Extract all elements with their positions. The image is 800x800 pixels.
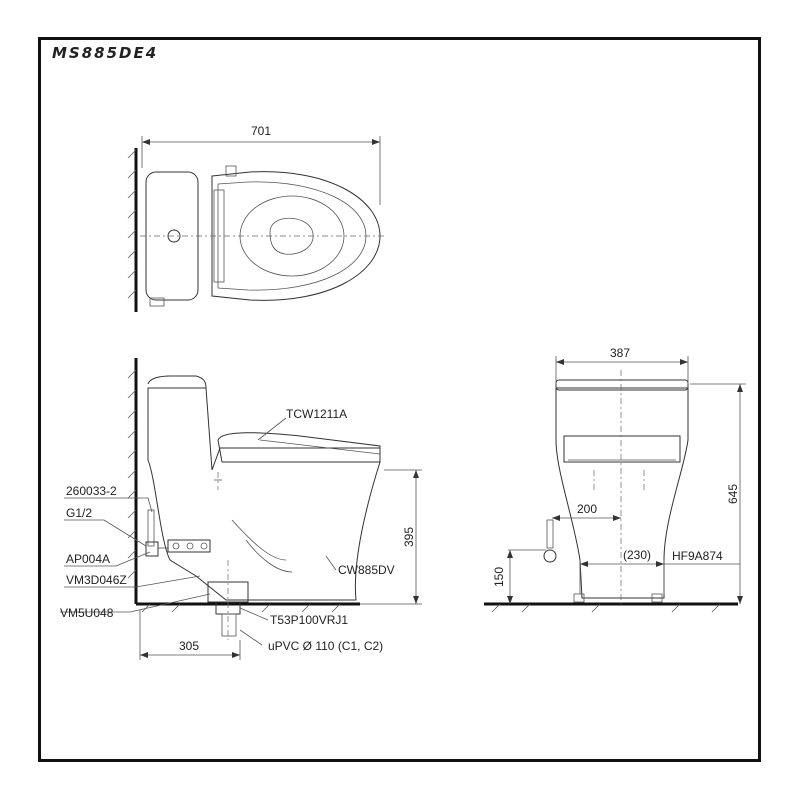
seat-side: [217, 432, 381, 463]
dim-230: (230): [623, 548, 651, 562]
seat-front: [563, 435, 681, 463]
label-ap004a: AP004A: [66, 552, 110, 566]
front-view: 387 645 200 (230) 150 HF9A874: [484, 346, 746, 613]
dim-150: 150: [492, 567, 506, 587]
label-upvc-pipe: uPVC Ø 110 (C1, C2): [268, 639, 383, 653]
model-title: MS885DE4: [52, 44, 159, 62]
label-vm5u048: VM5U048: [60, 606, 114, 620]
dim-305: 305: [179, 639, 199, 653]
drawing-frame: [38, 37, 761, 762]
dim-200: 200: [577, 502, 597, 516]
label-g1-2: G1/2: [66, 506, 92, 520]
dim-387: 387: [610, 346, 630, 360]
side-view: 395 305 TCW1211A 260033-2 G1/2 AP004A VM…: [60, 358, 422, 660]
dim-395: 395: [402, 527, 416, 547]
label-cw885dv: CW885DV: [338, 563, 395, 577]
toilet-front-body: [555, 387, 689, 599]
label-vm3d046z: VM3D046Z: [66, 573, 127, 587]
top-view: 701: [127, 124, 385, 312]
label-hf9a874: HF9A874: [672, 549, 723, 563]
dim-645: 645: [726, 484, 740, 504]
label-tcw1211a: TCW1211A: [286, 407, 347, 421]
dim-701: 701: [251, 124, 271, 138]
label-260033-2: 260033-2: [66, 484, 117, 498]
label-t53p100vrj1: T53P100VRJ1: [270, 613, 348, 627]
